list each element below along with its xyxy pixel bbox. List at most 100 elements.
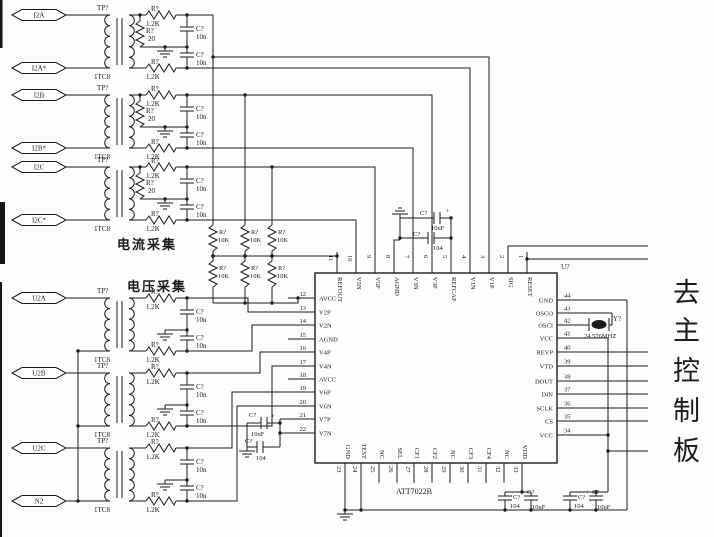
capacitor-value: 10n	[196, 316, 207, 324]
side-note-char: 去	[673, 278, 700, 308]
junction-dot	[243, 301, 247, 305]
pin-number: 13	[300, 305, 307, 312]
input-terminal-label: N2	[35, 498, 44, 506]
junction-dot	[185, 403, 189, 407]
resistor-value: 10K	[250, 237, 262, 244]
ground-symbol	[157, 127, 173, 138]
pin-name: VDD	[521, 445, 528, 459]
junction-dot	[449, 216, 453, 220]
resistor-value: 1.2K	[146, 453, 160, 461]
pin-number: 41	[564, 331, 571, 338]
transformer-winding	[104, 447, 111, 502]
transformer-designator: TP?	[97, 362, 108, 370]
capacitor-value: 10n	[196, 185, 207, 193]
pin-number: 12	[300, 291, 307, 298]
capacitor-value: 104	[510, 503, 521, 510]
resistor-symbol	[145, 162, 177, 173]
pin-number: 32	[494, 466, 501, 473]
pin-name: SEL	[396, 447, 403, 459]
pin-number: 22	[300, 426, 307, 433]
wire	[176, 324, 288, 352]
scan-artifact	[0, 0, 3, 48]
junction-dot	[594, 490, 598, 494]
junction-dot	[359, 508, 363, 512]
pin-number: 11	[327, 255, 334, 261]
resistor-symbol	[207, 260, 219, 288]
transformer-part: 1TC8	[94, 356, 110, 364]
pin-name: V4N	[319, 364, 332, 371]
resistor-designator: R?	[219, 265, 226, 272]
resistor-symbol	[266, 260, 278, 288]
capacitor-value: 10n	[196, 113, 207, 121]
resistor-value: 1.2K	[146, 20, 160, 28]
pin-number: 24	[351, 466, 358, 473]
ground-symbol	[157, 47, 173, 58]
pin-name: V7P	[319, 417, 331, 424]
transformer-winding	[104, 166, 111, 221]
ground-symbol	[157, 199, 173, 210]
capacitor-value: 10n	[196, 139, 207, 147]
pin-number: 34	[564, 428, 571, 435]
junction-dot	[211, 55, 215, 59]
transformer-winding	[128, 372, 135, 427]
capacitor-symbol	[180, 309, 194, 315]
pin-name: V6P	[319, 390, 331, 397]
junction-dot	[185, 328, 189, 332]
capacitor-designator: C?	[578, 494, 585, 501]
pin-name: V4P	[319, 350, 331, 357]
capacitor-value: 10n	[196, 33, 207, 41]
junction-dot	[296, 296, 300, 300]
capacitor-value: 10uF	[532, 504, 546, 511]
resistor-value: 1.2K	[146, 153, 160, 161]
pin-number: 26	[387, 466, 394, 473]
crystal-frequency: 24.576MHZ	[584, 333, 616, 340]
ic-body	[314, 272, 558, 464]
pin-name: GND	[344, 445, 351, 459]
wire	[176, 219, 357, 252]
junction-dot	[449, 236, 453, 240]
junction-dot	[138, 13, 142, 17]
side-note-char: 控	[673, 356, 700, 386]
pin-number: 20	[300, 399, 307, 406]
resistor-value: 1.2K	[146, 73, 160, 81]
wire	[176, 391, 288, 449]
pin-number: 15	[300, 332, 307, 339]
pin-number: 5	[441, 255, 448, 258]
resistor-value: 1.2K	[146, 172, 160, 180]
capacitor-designator: C?	[513, 494, 520, 501]
wire	[176, 67, 471, 252]
capacitor-value: 10n	[196, 211, 207, 219]
pin-name: OSCO	[536, 311, 554, 318]
resistor-symbol	[266, 224, 278, 252]
pin-name: AGND	[319, 337, 338, 344]
resistor-designator: R?	[151, 438, 159, 446]
transformer-winding	[128, 447, 135, 502]
input-terminal-label: U2B	[32, 370, 46, 378]
capacitor-value: 10n	[196, 492, 207, 500]
transformer-part: 1TC8	[94, 153, 110, 161]
capacitor-value: 10uF	[251, 431, 265, 438]
crystal-body	[591, 320, 607, 329]
transformer-winding	[128, 14, 135, 69]
transformer-winding	[128, 94, 135, 149]
pin-number: 40	[564, 345, 571, 352]
resistor-symbol	[134, 100, 146, 128]
junction-dot	[76, 424, 80, 428]
pin-number: 30	[458, 466, 465, 473]
pin-name: GND	[539, 298, 553, 305]
pin-number: 4	[460, 255, 467, 259]
side-note-char: 主	[673, 316, 700, 346]
pin-name: V5N	[355, 277, 362, 290]
pin-number: 23	[335, 466, 342, 473]
capacitor-designator: C?	[420, 210, 427, 217]
wire	[176, 405, 288, 502]
capacitor-designator: C?	[196, 203, 204, 211]
ic-part-number: ATT7022B	[396, 487, 432, 496]
pin-number: 17	[300, 359, 307, 366]
capacitor-designator: C?	[413, 231, 420, 238]
pin-name: V3N	[412, 277, 419, 290]
capacitor-designator: C?	[196, 131, 204, 139]
pin-name: DIN	[541, 392, 553, 399]
